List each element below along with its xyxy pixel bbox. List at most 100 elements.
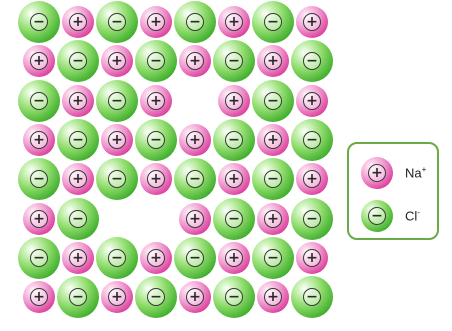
sodium-ion: +: [218, 163, 250, 195]
minus-sign-icon: −: [69, 288, 87, 306]
plus-sign-icon: +: [147, 92, 165, 110]
sodium-ion: +: [62, 6, 94, 38]
plus-sign-icon: +: [147, 170, 165, 188]
plus-sign-icon: +: [30, 288, 48, 306]
plus-sign-icon: +: [186, 210, 204, 228]
chloride-ion: −: [135, 276, 177, 318]
chloride-ion: −: [252, 237, 294, 279]
chloride-ion: −: [291, 119, 333, 161]
minus-sign-icon: −: [303, 52, 321, 70]
sodium-ion: +: [296, 6, 328, 38]
sodium-ion: +: [179, 281, 211, 313]
chloride-ion: −: [18, 158, 60, 200]
plus-sign-icon: +: [30, 210, 48, 228]
plus-sign-icon: +: [186, 288, 204, 306]
minus-sign-icon: −: [147, 52, 165, 70]
sodium-ion: +: [140, 242, 172, 274]
minus-sign-icon: −: [225, 210, 243, 228]
plus-sign-icon: +: [147, 13, 165, 31]
chloride-ion: −: [174, 237, 216, 279]
chloride-ion: −: [135, 119, 177, 161]
minus-sign-icon: −: [264, 170, 282, 188]
legend-label-sodium: Na+: [405, 165, 426, 180]
chloride-ion: −: [291, 40, 333, 82]
minus-sign-icon: −: [303, 288, 321, 306]
sodium-ion: +: [257, 203, 289, 235]
minus-sign-icon: −: [69, 210, 87, 228]
sodium-ion: +: [179, 45, 211, 77]
sodium-ion: +: [23, 203, 55, 235]
minus-sign-icon: −: [264, 92, 282, 110]
minus-sign-icon: −: [30, 249, 48, 267]
chloride-ion: −: [213, 119, 255, 161]
sodium-ion: +: [101, 281, 133, 313]
chloride-ion: −: [57, 40, 99, 82]
minus-sign-icon: −: [147, 288, 165, 306]
sodium-ion: +: [296, 163, 328, 195]
chloride-symbol: Cl: [405, 209, 417, 224]
legend-label-chloride: Cl-: [405, 208, 420, 223]
plus-sign-icon: +: [225, 92, 243, 110]
minus-sign-icon: −: [264, 13, 282, 31]
plus-sign-icon: +: [186, 52, 204, 70]
sodium-ion: +: [218, 242, 250, 274]
sodium-charge: +: [422, 165, 427, 174]
chloride-ion: −: [57, 276, 99, 318]
minus-sign-icon: −: [225, 288, 243, 306]
chloride-ion: −: [96, 237, 138, 279]
plus-sign-icon: +: [186, 131, 204, 149]
sodium-ion: +: [101, 124, 133, 156]
sodium-ion: +: [257, 45, 289, 77]
chloride-ion: −: [252, 1, 294, 43]
plus-sign-icon: +: [264, 210, 282, 228]
plus-sign-icon: +: [108, 288, 126, 306]
sodium-ion: +: [140, 6, 172, 38]
minus-sign-icon: −: [30, 13, 48, 31]
plus-sign-icon: +: [264, 131, 282, 149]
minus-sign-icon: −: [69, 131, 87, 149]
chloride-ion: −: [57, 198, 99, 240]
sodium-ion: +: [62, 85, 94, 117]
plus-sign-icon: +: [368, 164, 386, 182]
minus-sign-icon: −: [147, 131, 165, 149]
sodium-ion: +: [257, 124, 289, 156]
chloride-ion: −: [18, 80, 60, 122]
plus-sign-icon: +: [69, 92, 87, 110]
chloride-ion: −: [213, 40, 255, 82]
chloride-ion: −: [291, 198, 333, 240]
plus-sign-icon: +: [108, 52, 126, 70]
sodium-ion: +: [140, 163, 172, 195]
chloride-charge: -: [417, 208, 420, 217]
minus-sign-icon: −: [108, 13, 126, 31]
plus-sign-icon: +: [30, 131, 48, 149]
legend-item-sodium: + Na+: [361, 157, 426, 189]
sodium-ion: +: [218, 6, 250, 38]
sodium-ion: +: [23, 281, 55, 313]
minus-sign-icon: −: [303, 210, 321, 228]
sodium-ion: +: [179, 203, 211, 235]
minus-sign-icon: −: [186, 249, 204, 267]
chloride-ion: −: [174, 1, 216, 43]
plus-sign-icon: +: [69, 249, 87, 267]
legend-item-chloride: − Cl-: [361, 200, 420, 232]
plus-sign-icon: +: [225, 249, 243, 267]
chloride-ion: −: [252, 158, 294, 200]
plus-sign-icon: +: [147, 249, 165, 267]
sodium-ion: +: [218, 85, 250, 117]
minus-sign-icon: −: [303, 131, 321, 149]
sodium-ion-icon: +: [361, 157, 393, 189]
plus-sign-icon: +: [264, 52, 282, 70]
sodium-ion: +: [179, 124, 211, 156]
minus-sign-icon: −: [368, 207, 386, 225]
chloride-ion-icon: −: [361, 200, 393, 232]
chloride-ion: −: [96, 1, 138, 43]
minus-sign-icon: −: [186, 170, 204, 188]
sodium-ion: +: [23, 45, 55, 77]
chloride-ion: −: [96, 80, 138, 122]
sodium-symbol: Na: [405, 166, 422, 181]
sodium-ion: +: [23, 124, 55, 156]
sodium-ion: +: [257, 281, 289, 313]
plus-sign-icon: +: [264, 288, 282, 306]
chloride-ion: −: [135, 40, 177, 82]
chloride-ion: −: [18, 1, 60, 43]
